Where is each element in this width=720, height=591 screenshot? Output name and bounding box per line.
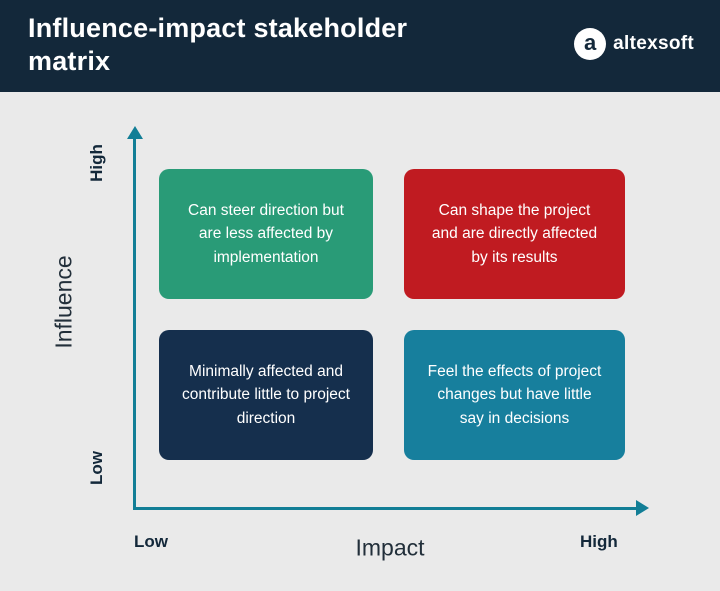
quadrant-bottom-right: Feel the effects of project changes but … (404, 330, 625, 460)
y-axis-low-label: Low (87, 451, 106, 485)
page-title: Influence-impact stakeholder matrix (28, 13, 408, 76)
y-axis-line (133, 138, 136, 510)
y-axis-label: Influence (50, 255, 77, 349)
quadrant-bottom-right-text: Feel the effects of project changes but … (427, 363, 602, 427)
x-axis-label: Impact (355, 534, 425, 561)
y-axis-high-label: High (87, 144, 106, 182)
y-axis-arrow-up-icon (127, 126, 143, 139)
altexsoft-logo-icon: a (574, 28, 607, 60)
logo-text: altexsoft (613, 33, 694, 54)
brand-logo: a altexsoft (574, 28, 694, 60)
x-axis-line (133, 507, 638, 510)
quadrant-top-left: Can steer direction but are less affecte… (159, 169, 373, 299)
logo-letter: a (584, 30, 597, 55)
quadrant-bottom-left-text: Minimally affected and contribute little… (181, 363, 350, 427)
quadrant-bottom-left: Minimally affected and contribute little… (159, 330, 373, 460)
quadrant-top-left-text: Can steer direction but are less affecte… (188, 202, 344, 266)
quadrant-top-right: Can shape the project and are directly a… (404, 169, 625, 299)
x-axis-high-label: High (580, 532, 618, 551)
quadrant-top-right-text: Can shape the project and are directly a… (431, 202, 598, 266)
page-header: Influence-impact stakeholder matrix a al… (0, 0, 720, 92)
x-axis-arrow-right-icon (636, 500, 649, 516)
x-axis-low-label: Low (134, 532, 168, 551)
